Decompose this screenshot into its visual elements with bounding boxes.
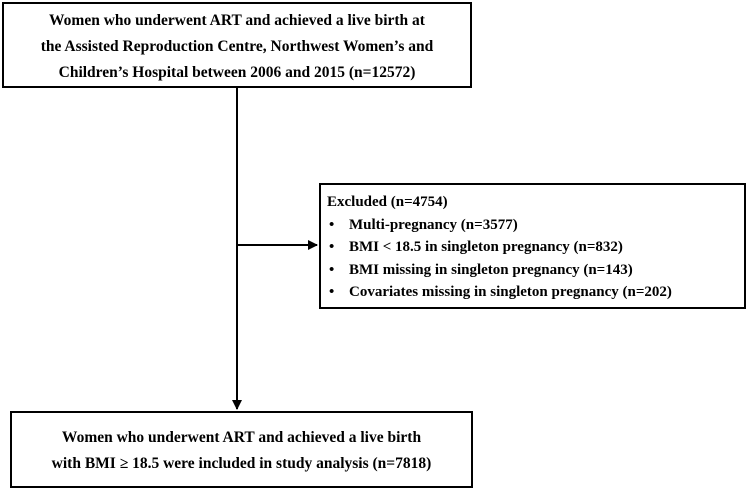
analysis-population-line-1: Women who underwent ART and achieved a l… xyxy=(61,429,422,446)
analysis-population-box: Women who underwent ART and achieved a l… xyxy=(10,411,473,488)
excluded-item-label: BMI < 18.5 in singleton pregnancy (n=832… xyxy=(349,239,623,255)
bullet-icon: • xyxy=(329,284,335,300)
analysis-population-line-2: with BMI ≥ 18.5 were included in study a… xyxy=(51,455,432,472)
source-population-line-1: Women who underwent ART and achieved a l… xyxy=(49,12,425,29)
bullet-icon: • xyxy=(329,261,335,278)
excluded-item-low-bmi: • BMI < 18.5 in singleton pregnancy (n=83… xyxy=(327,236,744,259)
bullet-icon: • xyxy=(329,216,335,233)
excluded-item-label: BMI missing in singleton pregnancy (n=14… xyxy=(349,261,633,278)
excluded-list: • Multi-pregnancy (n=3577) • BMI < 18.5 in… xyxy=(327,214,744,304)
bullet-icon: • xyxy=(329,239,335,255)
excluded-item-bmi-missing: • BMI missing in singleton pregnancy (n=1… xyxy=(327,259,744,282)
excluded-box: Excluded (n=4754) • Multi-pregnancy (n=35… xyxy=(319,183,746,309)
source-population-box: Women who underwent ART and achieved a l… xyxy=(2,2,472,88)
source-population-line-2: the Assisted Reproduction Centre, Northw… xyxy=(40,38,434,55)
source-population-line-3: Children’s Hospital between 2006 and 201… xyxy=(58,64,416,81)
excluded-item-label: Multi-pregnancy (n=3577) xyxy=(349,216,518,233)
excluded-item-multi-pregnancy: • Multi-pregnancy (n=3577) xyxy=(327,214,744,237)
excluded-title: Excluded (n=4754) xyxy=(327,194,448,210)
excluded-item-covariates-missing: • Covariates missing in singleton pregnan… xyxy=(327,281,744,304)
excluded-item-label: Covariates missing in singleton pregnanc… xyxy=(349,284,672,300)
